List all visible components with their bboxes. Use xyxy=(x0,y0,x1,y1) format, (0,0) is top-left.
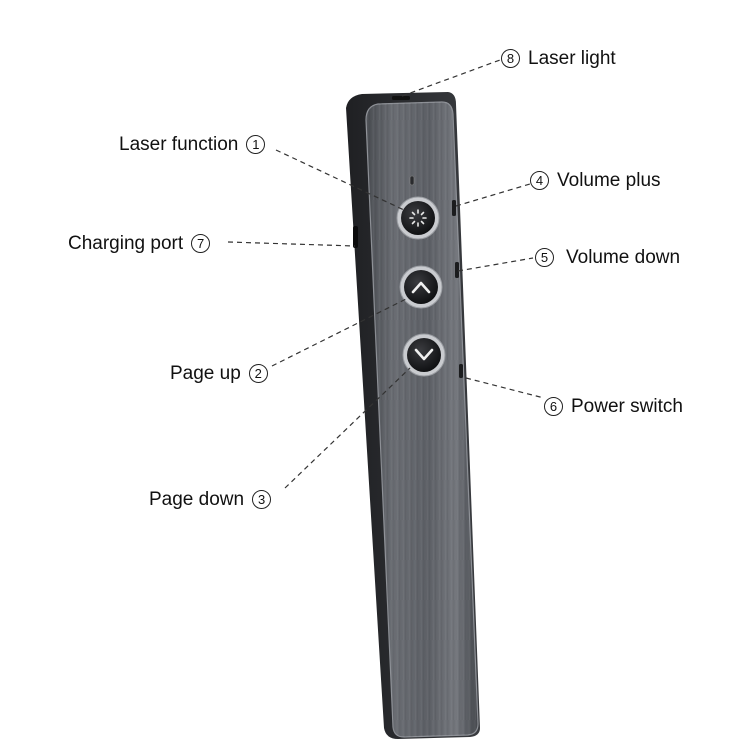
leader-power-switch xyxy=(465,377,545,399)
callout-label: Volume down xyxy=(566,247,681,268)
callout-laser-light: 8 Laser light xyxy=(497,49,620,68)
callout-label: Power switch xyxy=(571,396,683,417)
leader-charging-port xyxy=(227,241,356,247)
callout-label: Page up xyxy=(170,363,241,384)
indicator-led xyxy=(409,175,415,186)
callout-page-up: Page up 2 xyxy=(166,364,272,383)
callout-volume-plus: 4 Volume plus xyxy=(526,171,665,190)
callout-number: 3 xyxy=(252,490,272,509)
callout-label: Page down xyxy=(149,489,245,510)
leader-lines xyxy=(227,59,545,489)
callout-label: Laser function xyxy=(119,134,239,155)
volume-down-key xyxy=(455,262,459,278)
callout-volume-down: 5 Volume down xyxy=(531,248,684,267)
page-down-button[interactable] xyxy=(402,333,446,377)
charging-port-slot xyxy=(353,226,358,248)
callout-number: 1 xyxy=(246,135,266,154)
callout-label: Laser light xyxy=(528,48,616,69)
leader-page-up xyxy=(271,297,409,367)
leader-laser-light xyxy=(401,59,501,97)
leader-page-down xyxy=(284,367,411,489)
callout-number: 8 xyxy=(501,49,520,68)
laser-function-button[interactable] xyxy=(396,196,440,240)
callout-label: Charging port xyxy=(68,233,184,254)
callout-number: 5 xyxy=(535,248,554,267)
volume-plus-key xyxy=(452,200,456,216)
chevron-down-icon xyxy=(414,348,434,361)
device-face-texture xyxy=(366,102,478,737)
chevron-up-icon xyxy=(411,281,431,294)
leader-laser-function xyxy=(275,149,405,211)
callout-number: 2 xyxy=(248,364,268,383)
callout-number: 7 xyxy=(191,234,211,253)
callout-number: 4 xyxy=(530,171,549,190)
callout-label: Volume plus xyxy=(557,170,661,191)
laser-star-icon xyxy=(409,209,427,227)
page-up-button[interactable] xyxy=(399,265,443,309)
callout-page-down: Page down 3 xyxy=(145,490,275,509)
leader-volume-plus xyxy=(455,183,531,207)
leader-volume-down xyxy=(457,257,534,272)
laser-light-window xyxy=(392,96,410,100)
callout-charging-port: Charging port 7 xyxy=(64,234,214,253)
presenter-device xyxy=(346,92,480,739)
callout-power-switch: 6 Power switch xyxy=(540,397,687,416)
power-switch-key xyxy=(459,364,463,378)
callout-laser-function: Laser function 1 xyxy=(115,135,269,154)
callout-number: 6 xyxy=(544,397,563,416)
